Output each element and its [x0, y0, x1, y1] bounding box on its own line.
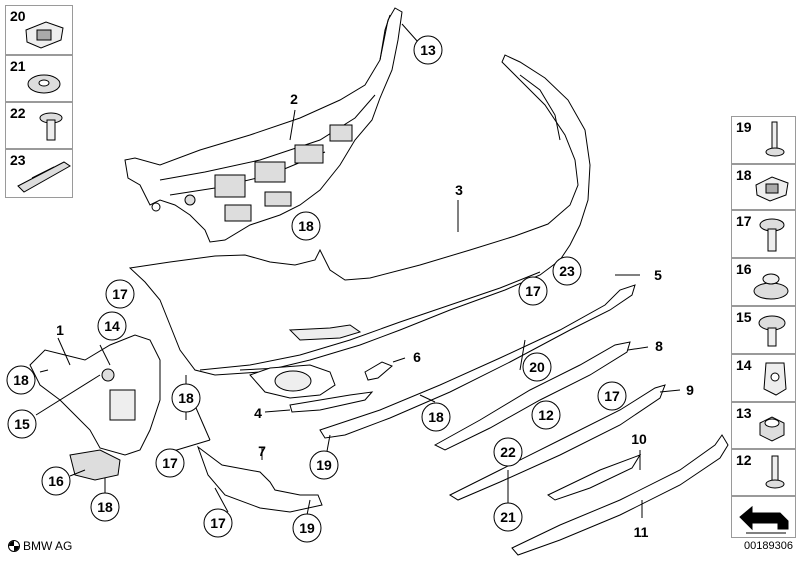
lower-carrier-drawing: [319, 284, 636, 439]
label-part-5: 5: [654, 267, 662, 283]
svg-text:17: 17: [210, 515, 226, 531]
callout-17b: 17: [518, 276, 548, 306]
label-part-4: 4: [254, 405, 262, 421]
arrow-bracket-icon: [739, 505, 789, 534]
right-legend-item: [731, 496, 796, 538]
left-legend-item: 22: [5, 102, 73, 149]
side-bracket-drawing: [29, 334, 161, 481]
callout-23: 23: [552, 256, 582, 286]
callout-21: 21: [493, 502, 523, 532]
right-legend-item: 17: [731, 210, 796, 258]
right-legend-item: 15: [731, 306, 796, 354]
callout-18d: 18: [171, 383, 201, 413]
callout-20: 20: [522, 352, 552, 382]
brand-footer: BMW AG: [8, 539, 72, 553]
callout-circles: 13 18 23 17 17 14 18 15 16 18 18 17 17 1…: [6, 35, 627, 543]
expanding-rivet-icon: [39, 112, 63, 141]
svg-text:17: 17: [112, 286, 128, 302]
callout-13: 13: [413, 35, 443, 65]
svg-text:19: 19: [299, 520, 315, 536]
grommet-icon: [753, 273, 789, 300]
rivet-icon: [765, 455, 785, 489]
svg-text:18: 18: [298, 218, 314, 234]
diffuser-strip-drawing: [433, 341, 631, 451]
callout-12: 12: [531, 400, 561, 430]
callout-19b: 19: [309, 450, 339, 480]
right-legend-item: 19: [731, 116, 796, 164]
bumper-cover-drawing: [128, 54, 591, 399]
svg-text:18: 18: [178, 390, 194, 406]
svg-text:14: 14: [104, 318, 120, 334]
label-part-9: 9: [686, 382, 694, 398]
svg-text:15: 15: [14, 416, 30, 432]
svg-text:21: 21: [500, 509, 516, 525]
label-part-8: 8: [655, 338, 663, 354]
svg-text:18: 18: [13, 372, 29, 388]
label-part-6: 6: [413, 349, 421, 365]
label-part-2: 2: [290, 91, 298, 107]
svg-text:12: 12: [538, 407, 554, 423]
small-bracket-drawing: [364, 361, 393, 381]
trim-strip-drawing: [289, 391, 374, 413]
callout-17a: 17: [105, 279, 135, 309]
right-legend-item: 18: [731, 164, 796, 210]
callout-15: 15: [7, 409, 37, 439]
svg-text:22: 22: [500, 444, 516, 460]
callout-18e: 18: [421, 402, 451, 432]
svg-text:17: 17: [162, 455, 178, 471]
right-legend-item: 13: [731, 402, 796, 449]
insert-panel-drawing: [547, 454, 642, 501]
callout-19a: 19: [292, 513, 322, 543]
bmw-logo-icon: [8, 540, 20, 552]
label-part-11: 11: [634, 524, 649, 540]
svg-text:17: 17: [525, 283, 541, 299]
bumper-carrier-drawing: [124, 7, 403, 243]
right-legend-item: 14: [731, 354, 796, 402]
screw-icon: [759, 218, 785, 252]
label-part-10: 10: [631, 431, 647, 447]
part-number-labels: 2 3 5 1 6 8 9 4 10 7 11: [56, 91, 694, 540]
callout-18a: 18: [291, 211, 321, 241]
adhesive-strip-icon: [17, 161, 71, 193]
pin-rivet-icon: [765, 121, 785, 157]
body-screw-icon: [758, 315, 786, 347]
label-part-3: 3: [455, 182, 463, 198]
svg-text:18: 18: [428, 409, 444, 425]
spring-nut-icon: [763, 362, 787, 396]
svg-text:23: 23: [559, 263, 575, 279]
left-legend-item: 21: [5, 55, 73, 102]
label-part-1: 1: [56, 322, 64, 338]
clip-nut-icon: [25, 21, 64, 49]
svg-text:17: 17: [604, 388, 620, 404]
diagram-id: 00189306: [744, 540, 793, 552]
callout-22: 22: [493, 437, 523, 467]
callout-18c: 18: [90, 492, 120, 522]
callout-17c: 17: [155, 448, 185, 478]
left-legend-item: 20: [5, 5, 73, 55]
label-part-7: 7: [258, 443, 266, 459]
svg-text:19: 19: [316, 457, 332, 473]
corner-panel-drawing: [196, 445, 323, 513]
right-legend-item: 12: [731, 449, 796, 496]
svg-text:13: 13: [420, 42, 436, 58]
washer-icon: [27, 74, 61, 94]
callout-18b: 18: [6, 365, 36, 395]
hex-nut-icon: [759, 416, 785, 442]
svg-text:20: 20: [529, 359, 545, 375]
callout-16: 16: [41, 466, 71, 496]
callout-17e: 17: [597, 381, 627, 411]
brand-name: BMW AG: [23, 539, 73, 553]
svg-text:18: 18: [97, 499, 113, 515]
svg-text:16: 16: [48, 473, 64, 489]
right-legend-item: 16: [731, 258, 796, 306]
callout-17d: 17: [203, 508, 233, 538]
trim-rail-drawing: [511, 434, 729, 556]
clip-nut-icon: [755, 176, 789, 202]
left-legend-item: 23: [5, 149, 73, 198]
callout-14: 14: [97, 311, 127, 341]
